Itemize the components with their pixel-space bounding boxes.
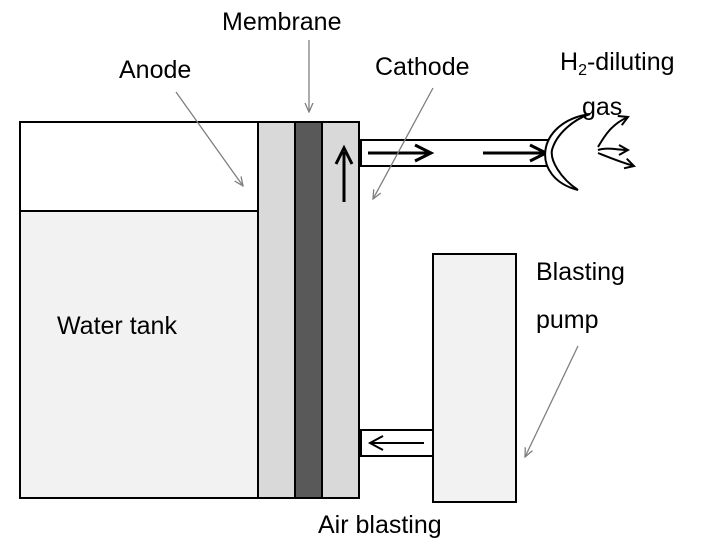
pump-label: pump bbox=[536, 306, 599, 334]
cathode-label: Cathode bbox=[375, 53, 470, 81]
pump-pointer bbox=[525, 345, 579, 457]
diffuser-nozzle bbox=[544, 113, 591, 191]
h2-subscript: 2 bbox=[578, 62, 587, 79]
water-tank-label: Water tank bbox=[57, 312, 177, 340]
anode-label: Anode bbox=[119, 56, 191, 84]
blasting-label: Blasting bbox=[536, 258, 625, 286]
membrane-label: Membrane bbox=[222, 8, 342, 36]
water-tank-headspace bbox=[19, 121, 259, 212]
air-blasting-label: Air blasting bbox=[318, 511, 442, 539]
anode-electrode bbox=[257, 121, 296, 499]
membrane-layer bbox=[294, 121, 323, 499]
cathode-flow-arrow bbox=[334, 144, 354, 202]
gas-label: gas bbox=[582, 93, 622, 121]
gas-outflow-arrows bbox=[597, 117, 634, 166]
blasting-pump bbox=[432, 253, 517, 503]
anode-pointer bbox=[175, 91, 243, 186]
cathode-electrode bbox=[321, 121, 360, 499]
air-inlet-flow-arrow bbox=[367, 435, 424, 451]
h2-suffix: -diluting bbox=[587, 48, 675, 76]
h2-prefix: H bbox=[560, 48, 578, 76]
h2-diluting-label: H2-diluting bbox=[560, 48, 675, 79]
cathode-pointer bbox=[373, 87, 434, 199]
